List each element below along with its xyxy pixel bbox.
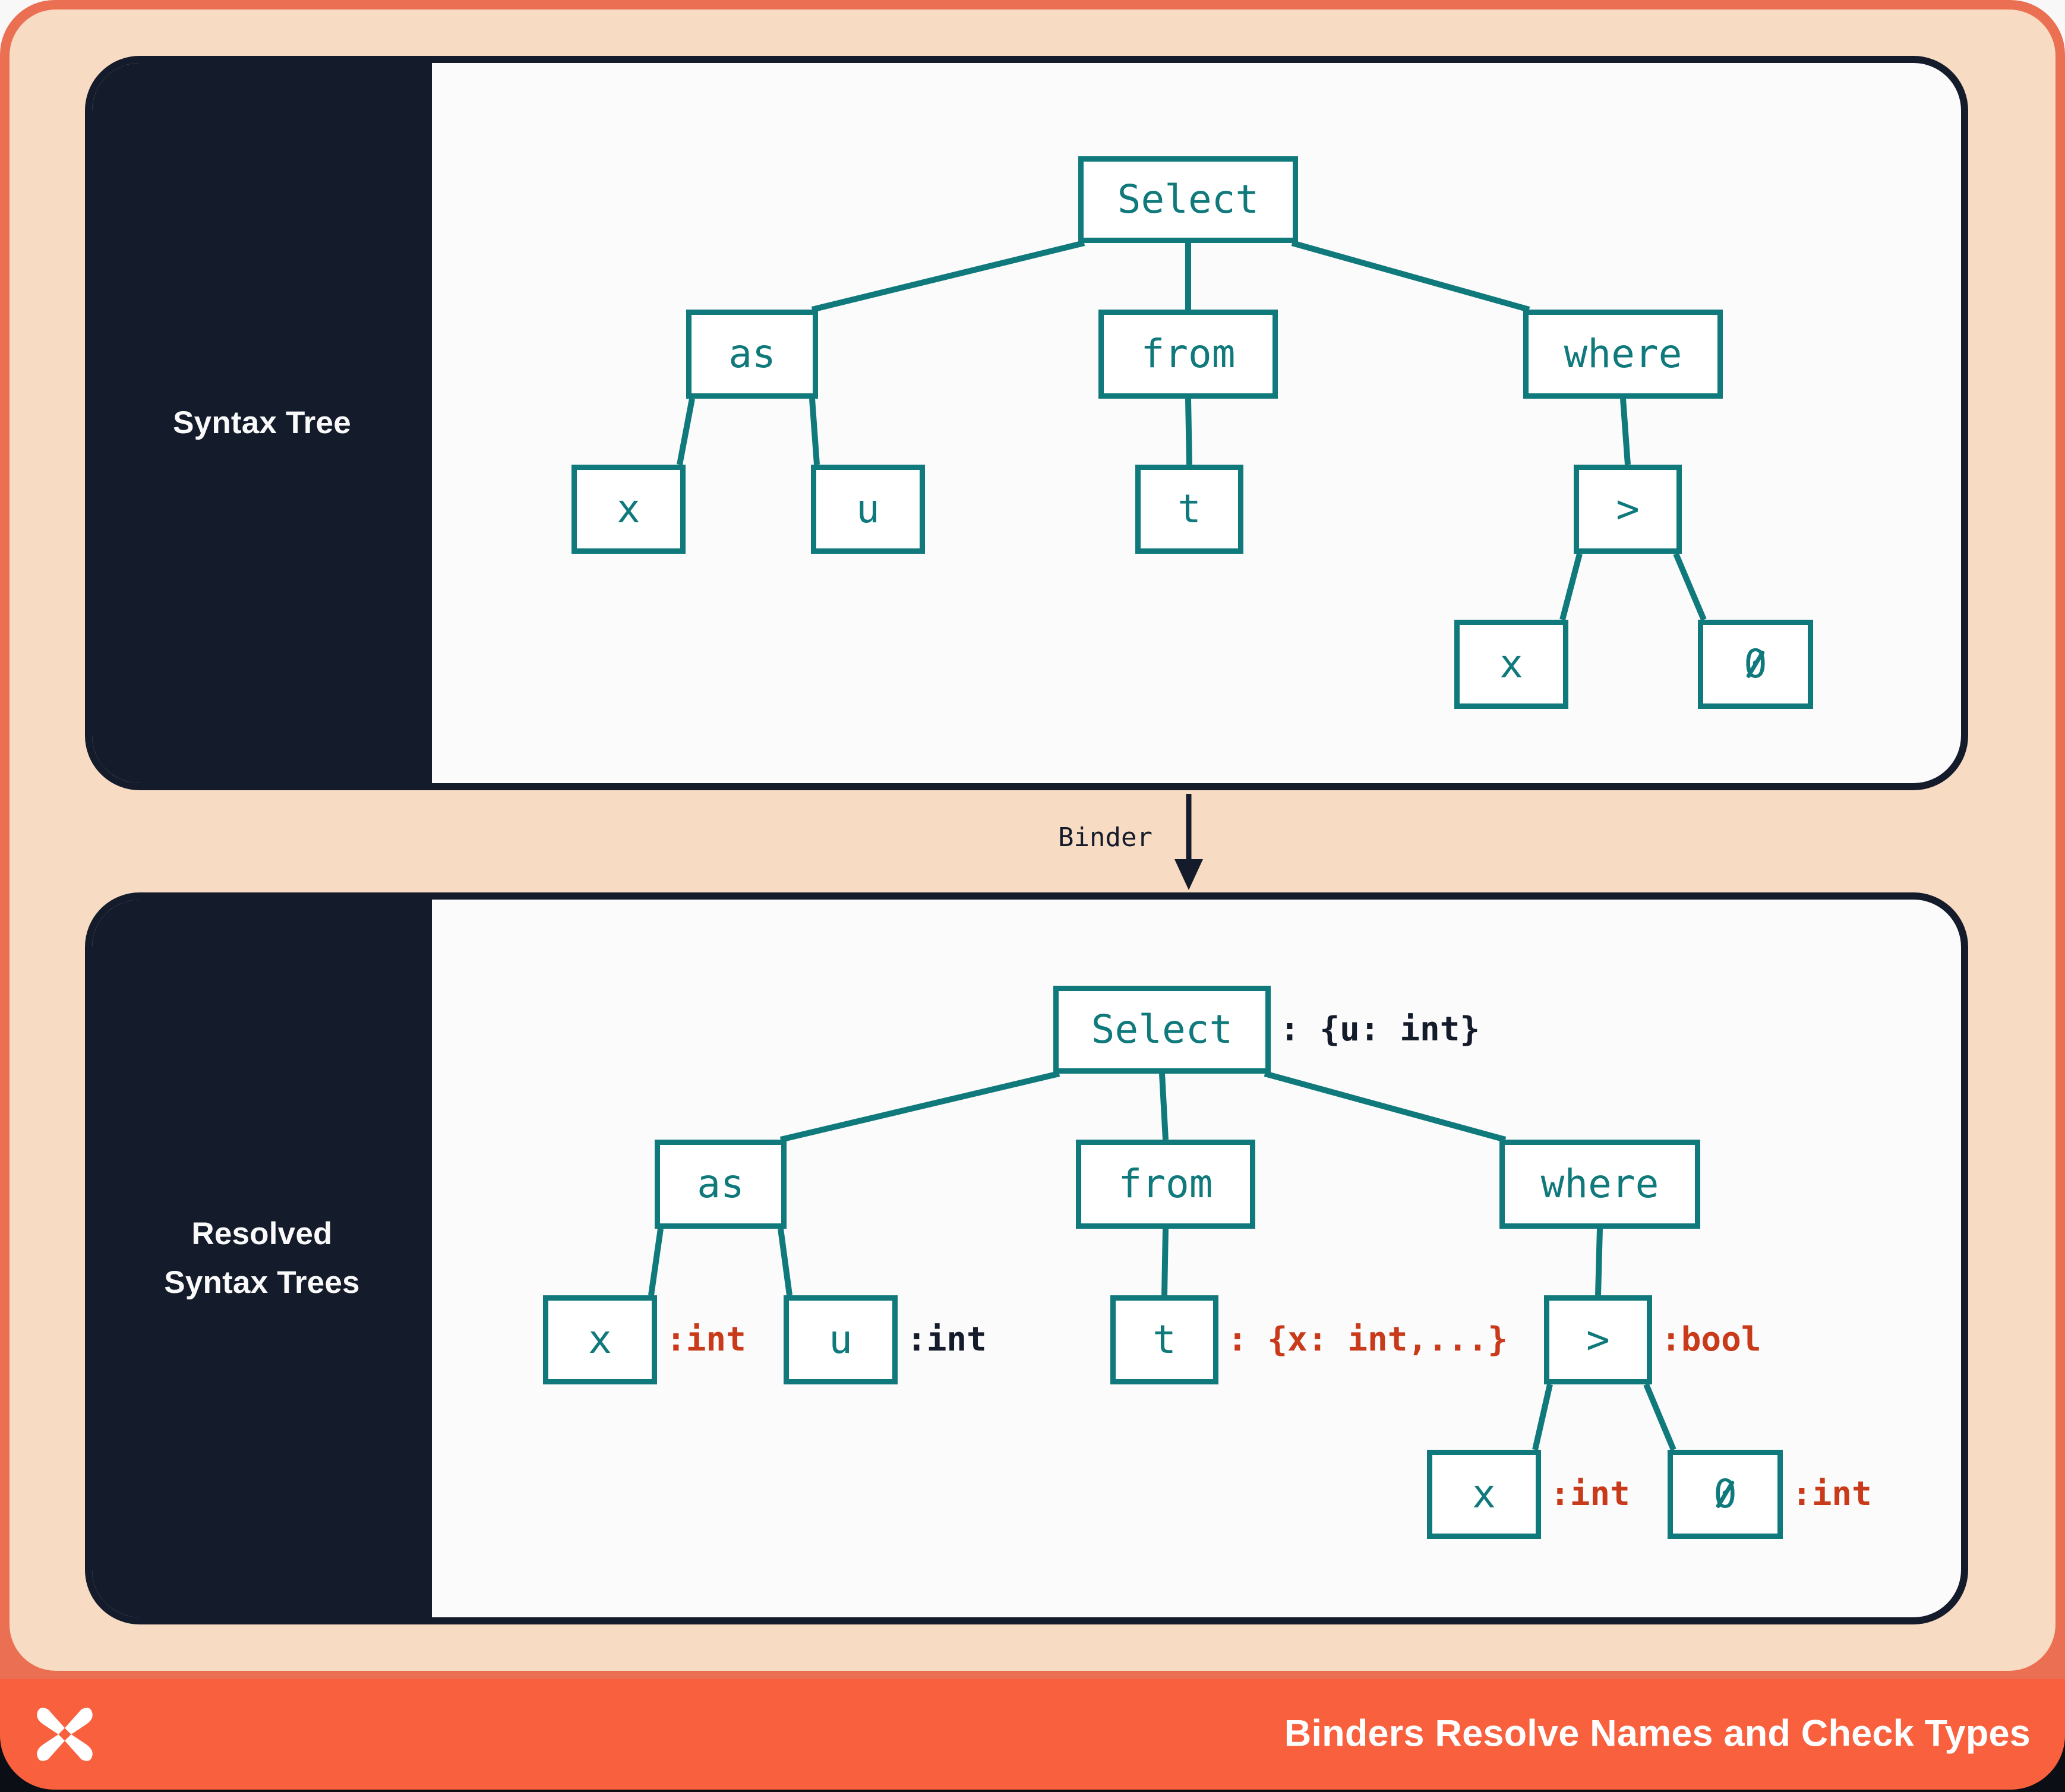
type-annotation: : {u: int}: [1280, 1010, 1480, 1049]
tree-node-label: where: [1540, 1161, 1659, 1207]
tree-node-syntax-zero: 0: [1698, 620, 1813, 709]
tree-node-resolved-t: t : {x: int,...}: [1110, 1295, 1508, 1384]
tree-node-syntax-select: Select: [1078, 156, 1298, 243]
type-annotation: :int: [907, 1320, 987, 1359]
x-star-logo-diamond-hole: [58, 1728, 71, 1741]
syntax-tree-sidebar: Syntax Tree: [92, 63, 432, 783]
footer-title: Binders Resolve Names and Check Types: [1284, 1712, 2031, 1755]
tree-node-label: x: [1499, 641, 1523, 687]
resolved-syntax-trees-panel: Resolved Syntax Trees: [85, 892, 1968, 1624]
type-annotation: : {x: int,...}: [1227, 1320, 1508, 1359]
panel-title-line: Syntax Trees: [164, 1265, 360, 1300]
tree-node-syntax-as: as: [686, 310, 818, 399]
footer-bar: Binders Resolve Names and Check Types: [0, 1679, 2065, 1790]
tree-node-resolved-where: where: [1499, 1140, 1700, 1229]
tree-node-syntax-x2: x: [1454, 620, 1568, 709]
tree-node-label: from: [1118, 1161, 1213, 1207]
type-annotation: :int: [666, 1320, 746, 1359]
tree-node-label: >: [1616, 486, 1640, 532]
tree-node-label: x: [588, 1317, 612, 1362]
tree-node-label: t: [1153, 1317, 1176, 1362]
tree-node-label: from: [1141, 331, 1236, 377]
tree-node-syntax-from: from: [1098, 310, 1278, 399]
type-annotation: :int: [1550, 1475, 1630, 1513]
panel-title-line: Resolved: [191, 1216, 333, 1251]
tree-node-resolved-gt: > :bool: [1544, 1295, 1761, 1384]
binder-arrow-label: Binder: [1058, 822, 1153, 853]
tree-node-resolved-u: u :int: [784, 1295, 987, 1384]
resolved-syntax-trees-sidebar: Resolved Syntax Trees: [92, 900, 432, 1617]
tree-node-resolved-x2: x :int: [1427, 1450, 1630, 1539]
panel-title-line: Syntax Tree: [173, 405, 351, 440]
tree-node-label: as: [728, 331, 776, 377]
tree-node-resolved-from: from: [1076, 1140, 1255, 1229]
tree-node-label: where: [1564, 331, 1682, 377]
tree-node-label: x: [1472, 1471, 1496, 1517]
syntax-tree-panel: Syntax Tree: [85, 56, 1968, 790]
tree-node-syntax-x1: x: [571, 465, 686, 554]
tree-node-syntax-u: u: [811, 465, 925, 554]
tree-node-resolved-zero: 0:int: [1668, 1450, 1872, 1539]
syntax-tree-panel-title: Syntax Tree: [173, 399, 351, 447]
tree-node-resolved-x1: x :int: [543, 1295, 746, 1384]
tree-node-label: as: [697, 1161, 744, 1207]
resolved-syntax-trees-panel-title: Resolved Syntax Trees: [164, 1210, 359, 1307]
tree-node-label: u: [856, 486, 880, 532]
tree-node-label: x: [617, 486, 640, 532]
tree-node-syntax-gt: >: [1574, 465, 1682, 554]
type-annotation: :bool: [1661, 1320, 1761, 1359]
x-star-logo-icon: [37, 1708, 93, 1761]
tree-node-label: >: [1586, 1317, 1610, 1362]
tree-node-syntax-t: t: [1135, 465, 1243, 554]
type-annotation: :int: [1792, 1475, 1872, 1513]
tree-node-label: t: [1177, 486, 1201, 532]
tree-node-syntax-where: where: [1523, 310, 1723, 399]
tree-node-resolved-select: Select : {u: int}: [1053, 986, 1480, 1074]
tree-node-resolved-as: as: [655, 1140, 787, 1229]
tree-node-label: Select: [1117, 176, 1259, 222]
tree-node-label: Select: [1091, 1007, 1233, 1052]
tree-node-label: u: [829, 1317, 852, 1362]
